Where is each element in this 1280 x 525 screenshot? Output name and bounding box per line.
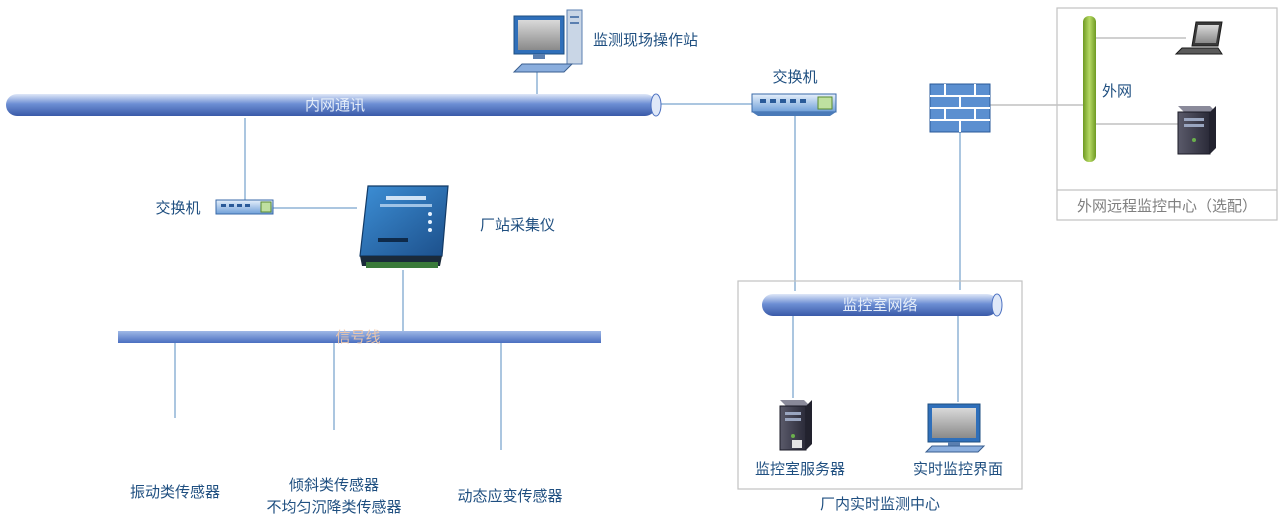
intranet-bus: 内网通讯 xyxy=(6,93,662,117)
internet-pole-body xyxy=(1083,16,1096,162)
control-room-bus: 监控室网络 xyxy=(762,293,1003,317)
monitor-icon xyxy=(924,403,986,453)
laptop-icon xyxy=(1174,21,1223,55)
internet-label: 外网 xyxy=(1102,82,1132,100)
server-tower-icon xyxy=(1177,106,1216,155)
firewall-icon xyxy=(929,83,991,133)
intranet-bus-label: 内网通讯 xyxy=(305,96,365,114)
realtime-ui-label: 实时监控界面 xyxy=(913,460,1003,478)
internet-pole: 外网 xyxy=(1083,16,1132,162)
data-collector-icon xyxy=(359,185,449,268)
plant-center-box xyxy=(737,280,1023,490)
vibration-sensor-label: 振动类传感器 xyxy=(130,483,220,501)
switch-left-label: 交换机 xyxy=(155,199,200,217)
switch-top-label: 交换机 xyxy=(772,68,817,86)
signal-bus-label: 信号线 xyxy=(335,328,380,346)
network-switch-icon: 交换机 xyxy=(155,199,274,217)
settlement-sensor-label: 不均匀沉降类传感器 xyxy=(266,498,401,516)
control-server-label: 监控室服务器 xyxy=(755,460,845,478)
control-room-bus-end xyxy=(991,293,1003,317)
control-room-bus-label: 监控室网络 xyxy=(842,296,917,314)
tilt-sensor-label: 倾斜类传感器 xyxy=(289,476,379,494)
intranet-bus-body xyxy=(6,94,656,116)
remote-center-label: 外网远程监控中心（选配） xyxy=(1077,197,1257,215)
remote-center-box xyxy=(1056,7,1278,221)
server-tower-icon xyxy=(779,400,812,451)
plant-center-label: 厂内实时监测中心 xyxy=(820,495,940,513)
control-room-bus-body xyxy=(762,294,998,316)
signal-bus: 信号线 xyxy=(118,328,601,346)
site-station-label: 监测现场操作站 xyxy=(593,31,698,49)
strain-sensor-label: 动态应变传感器 xyxy=(457,487,562,505)
intranet-bus-end xyxy=(650,93,662,117)
network-switch-icon: 交换机 xyxy=(751,68,837,116)
desktop-computer-icon xyxy=(512,9,583,73)
connection-wires xyxy=(174,37,1186,450)
collector-label: 厂站采集仪 xyxy=(480,216,555,234)
signal-bus-body xyxy=(118,331,601,343)
